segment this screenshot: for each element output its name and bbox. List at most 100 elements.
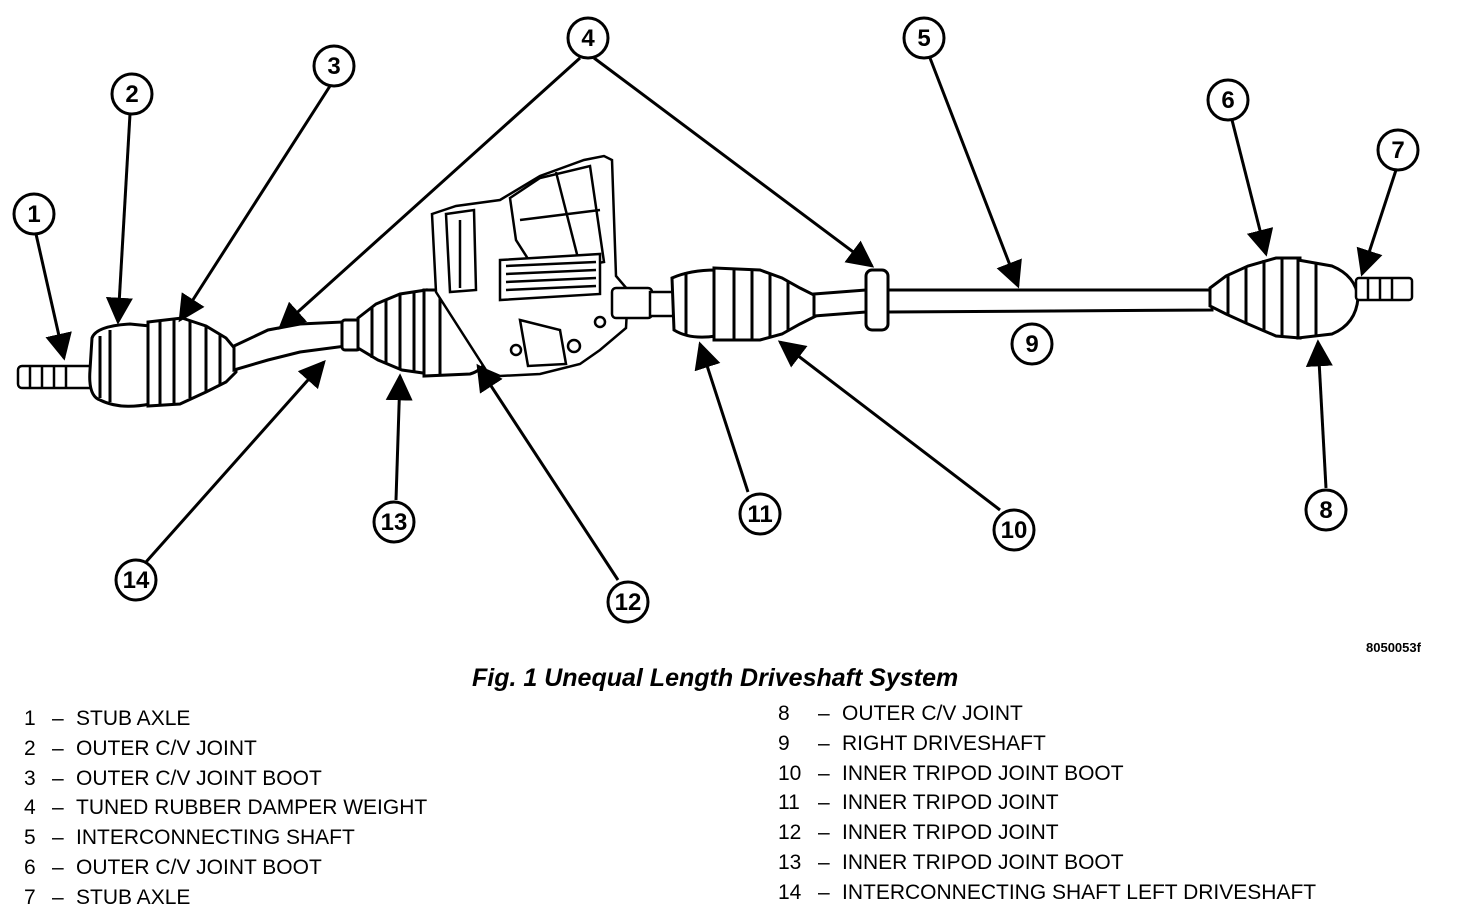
callout-5: 5 xyxy=(902,16,946,60)
legend-dash: – xyxy=(818,761,830,785)
legend-label: STUB AXLE xyxy=(76,885,191,909)
svg-text:3: 3 xyxy=(327,53,340,80)
legend-dash: – xyxy=(52,826,64,850)
legend-dash: – xyxy=(52,707,64,730)
leader-6 xyxy=(1230,119,1274,257)
callout-9: 9 xyxy=(1010,322,1054,366)
legend-number: 5 xyxy=(24,826,36,850)
legend-left: 1–STUB AXLE 2–OUTER C/V JOINT 3–OUTER C/… xyxy=(24,704,427,913)
callout-10: 10 xyxy=(992,508,1036,552)
legend-dash: – xyxy=(52,855,64,879)
legend-item: 7–STUB AXLE xyxy=(24,883,427,913)
svg-text:8: 8 xyxy=(1319,497,1332,524)
svg-text:10: 10 xyxy=(1001,517,1028,544)
leader-4a xyxy=(277,56,582,330)
legend-label: OUTER C/V JOINT xyxy=(842,702,1023,725)
legend-label: OUTER C/V JOINT BOOT xyxy=(76,766,322,790)
figure-code: 8050053f xyxy=(1366,640,1421,655)
callout-13: 13 xyxy=(372,500,416,544)
legend-item: 8–OUTER C/V JOINT xyxy=(778,699,1316,729)
svg-text:1: 1 xyxy=(27,201,40,228)
legend-number: 13 xyxy=(778,850,802,874)
legend-number: 14 xyxy=(778,880,802,904)
legend-dash: – xyxy=(818,791,830,815)
callout-8: 8 xyxy=(1304,488,1348,532)
legend-label: INTERCONNECTING SHAFT xyxy=(76,826,355,850)
left-inner-tripod-boot xyxy=(356,288,432,376)
legend-dash: – xyxy=(818,880,830,904)
legend-item: 11–INNER TRIPOD JOINT xyxy=(778,788,1316,818)
leader-7 xyxy=(1356,169,1398,277)
legend-number: 3 xyxy=(24,766,36,790)
legend-number: 12 xyxy=(778,821,802,845)
legend-label: OUTER C/V JOINT xyxy=(76,736,257,760)
svg-text:7: 7 xyxy=(1391,137,1404,164)
callout-1: 1 xyxy=(12,192,56,236)
legend-number: 7 xyxy=(24,885,36,909)
leader-14 xyxy=(144,359,326,563)
legend-label: TUNED RUBBER DAMPER WEIGHT xyxy=(76,796,428,820)
callouts: 1 2 3 4 5 6 7 8 9 10 11 12 13 14 xyxy=(12,16,1420,624)
legend-label: INNER TRIPOD JOINT xyxy=(842,821,1059,845)
legend-label: RIGHT DRIVESHAFT xyxy=(842,731,1046,755)
legend-item: 13–INNER TRIPOD JOINT BOOT xyxy=(778,848,1316,878)
legend-number: 8 xyxy=(778,702,790,725)
callout-4: 4 xyxy=(566,16,610,60)
legend-item: 9–RIGHT DRIVESHAFT xyxy=(778,729,1316,759)
left-interconnecting-shaft xyxy=(232,318,362,373)
legend-label: STUB AXLE xyxy=(76,707,191,730)
legend-number: 4 xyxy=(24,796,36,820)
legend-item: 6–OUTER C/V JOINT BOOT xyxy=(24,853,427,883)
legend-number: 6 xyxy=(24,855,36,879)
callout-14: 14 xyxy=(114,558,158,602)
right-inner-tripod-boot xyxy=(712,266,818,342)
legend-dash: – xyxy=(52,796,64,820)
svg-text:13: 13 xyxy=(381,509,408,536)
legend-item: 14–INTERCONNECTING SHAFT LEFT DRIVESHAFT xyxy=(778,878,1316,908)
svg-text:2: 2 xyxy=(125,81,138,108)
legend-item: 5–INTERCONNECTING SHAFT xyxy=(24,823,427,853)
legend-number: 10 xyxy=(778,761,802,785)
legend-dash: – xyxy=(818,850,830,874)
legend-item: 12–INNER TRIPOD JOINT xyxy=(778,818,1316,848)
svg-text:6: 6 xyxy=(1221,87,1234,114)
leader-1 xyxy=(34,233,72,361)
left-outer-cv-boot xyxy=(146,316,238,408)
right-stub-axle xyxy=(1354,276,1414,302)
legend-label: INTERCONNECTING SHAFT LEFT DRIVESHAFT xyxy=(842,880,1317,904)
leader-3 xyxy=(178,85,332,323)
legend-number: 9 xyxy=(778,731,790,755)
svg-text:14: 14 xyxy=(123,567,150,594)
svg-text:5: 5 xyxy=(917,25,930,52)
leader-11 xyxy=(694,341,750,493)
right-outer-cv-joint xyxy=(1296,258,1360,340)
svg-text:9: 9 xyxy=(1025,331,1038,358)
transaxle-housing xyxy=(430,154,676,378)
left-outer-cv-joint xyxy=(88,322,152,408)
leader-10 xyxy=(777,340,1001,512)
leader-4b xyxy=(593,56,875,268)
legend-item: 2–OUTER C/V JOINT xyxy=(24,734,427,764)
legend-dash: – xyxy=(818,821,830,845)
right-inner-tripod-joint xyxy=(670,268,718,339)
callout-6: 6 xyxy=(1206,78,1250,122)
leader-8 xyxy=(1305,339,1333,489)
callout-11: 11 xyxy=(738,492,782,536)
legend-number: 1 xyxy=(24,707,36,730)
callout-12: 12 xyxy=(606,580,650,624)
leader-12 xyxy=(476,363,620,581)
leader-2 xyxy=(105,113,133,325)
legend-label: OUTER C/V JOINT BOOT xyxy=(76,855,322,879)
left-stub-axle xyxy=(16,364,96,390)
callout-7: 7 xyxy=(1376,128,1420,172)
svg-text:12: 12 xyxy=(615,589,642,616)
legend-label: INNER TRIPOD JOINT BOOT xyxy=(842,850,1124,874)
legend-dash: – xyxy=(52,766,64,790)
legend-number: 11 xyxy=(778,791,800,815)
svg-text:4: 4 xyxy=(581,25,595,52)
callout-2: 2 xyxy=(110,72,154,116)
legend-right: 8–OUTER C/V JOINT 9–RIGHT DRIVESHAFT 10–… xyxy=(778,699,1316,908)
right-outer-cv-boot xyxy=(1208,256,1302,340)
figure-caption: Fig. 1 Unequal Length Driveshaft System xyxy=(472,664,959,692)
